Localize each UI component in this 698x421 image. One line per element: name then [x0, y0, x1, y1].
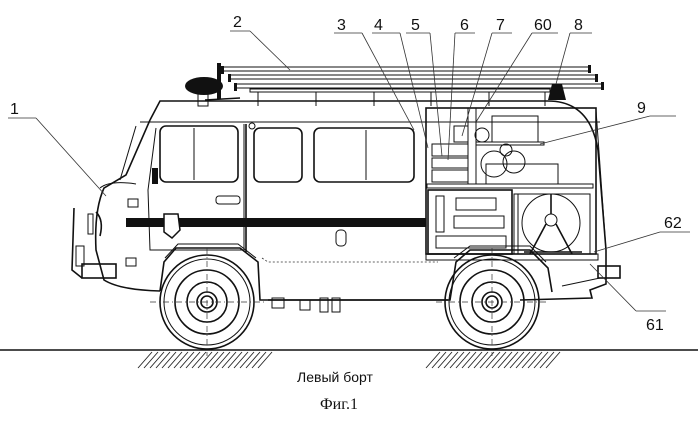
figure-caption: Левый борт — [297, 369, 373, 385]
roof-rack — [221, 65, 604, 106]
hatch-line — [233, 351, 249, 369]
hatch-line — [143, 351, 159, 369]
hatch-line — [209, 351, 225, 369]
hatch-line — [521, 351, 537, 369]
hatch-line — [431, 351, 447, 369]
hatch-line — [533, 351, 549, 369]
callout-8: 8 — [574, 17, 583, 34]
callout-1: 1 — [10, 101, 19, 118]
callout-9: 9 — [637, 100, 646, 117]
callout-6: 6 — [460, 17, 469, 34]
hatch-line — [161, 351, 177, 369]
hatch-line — [203, 351, 219, 369]
underbody — [271, 297, 341, 313]
hatch-line — [137, 351, 153, 369]
hatch-line — [485, 351, 501, 369]
hatch-line — [437, 351, 453, 369]
vehicle-body — [94, 100, 607, 301]
hatch-line — [149, 351, 165, 369]
hatch-line — [221, 351, 237, 369]
hatch-line — [473, 351, 489, 369]
hatch-line — [455, 351, 471, 369]
callout-5: 5 — [411, 17, 420, 34]
ground-hatch-front — [137, 351, 273, 369]
hatch-line — [191, 351, 207, 369]
front-bumper — [71, 207, 117, 279]
hatch-line — [539, 351, 555, 369]
callout-7: 7 — [496, 17, 505, 34]
hatch-line — [173, 351, 189, 369]
ground — [0, 349, 698, 369]
leader-lines — [8, 30, 690, 312]
callout-60: 60 — [534, 17, 552, 34]
hatch-line — [239, 351, 255, 369]
hatch-line — [527, 351, 543, 369]
hatch-line — [251, 351, 267, 369]
hatch-line — [461, 351, 477, 369]
hatch-line — [443, 351, 459, 369]
rear-compartment — [425, 107, 621, 287]
hatch-line — [257, 351, 273, 369]
hatch-line — [155, 351, 171, 369]
hatch-line — [215, 351, 231, 369]
hatch-line — [545, 351, 561, 369]
hatch-line — [509, 351, 525, 369]
roof-searchlight — [185, 63, 241, 107]
callout-3: 3 — [337, 17, 346, 34]
hatch-line — [167, 351, 183, 369]
hatch-line — [197, 351, 213, 369]
ground-hatch-rear — [425, 351, 561, 369]
hatch-line — [425, 351, 441, 369]
callout-62: 62 — [664, 215, 682, 232]
callout-2: 2 — [233, 14, 242, 31]
callout-4: 4 — [374, 17, 383, 34]
hatch-line — [245, 351, 261, 369]
front-wheel — [150, 248, 264, 356]
hatch-line — [449, 351, 465, 369]
hatch-line — [515, 351, 531, 369]
hatch-line — [227, 351, 243, 369]
hatch-line — [497, 351, 513, 369]
figure-label: Фиг.1 — [320, 396, 358, 413]
callout-61: 61 — [646, 317, 664, 334]
beacon-light — [548, 84, 566, 100]
hatch-line — [503, 351, 519, 369]
hatch-line — [179, 351, 195, 369]
hatch-line — [467, 351, 483, 369]
hatch-line — [491, 351, 507, 369]
rear-wheel — [436, 248, 548, 356]
hatch-line — [185, 351, 201, 369]
